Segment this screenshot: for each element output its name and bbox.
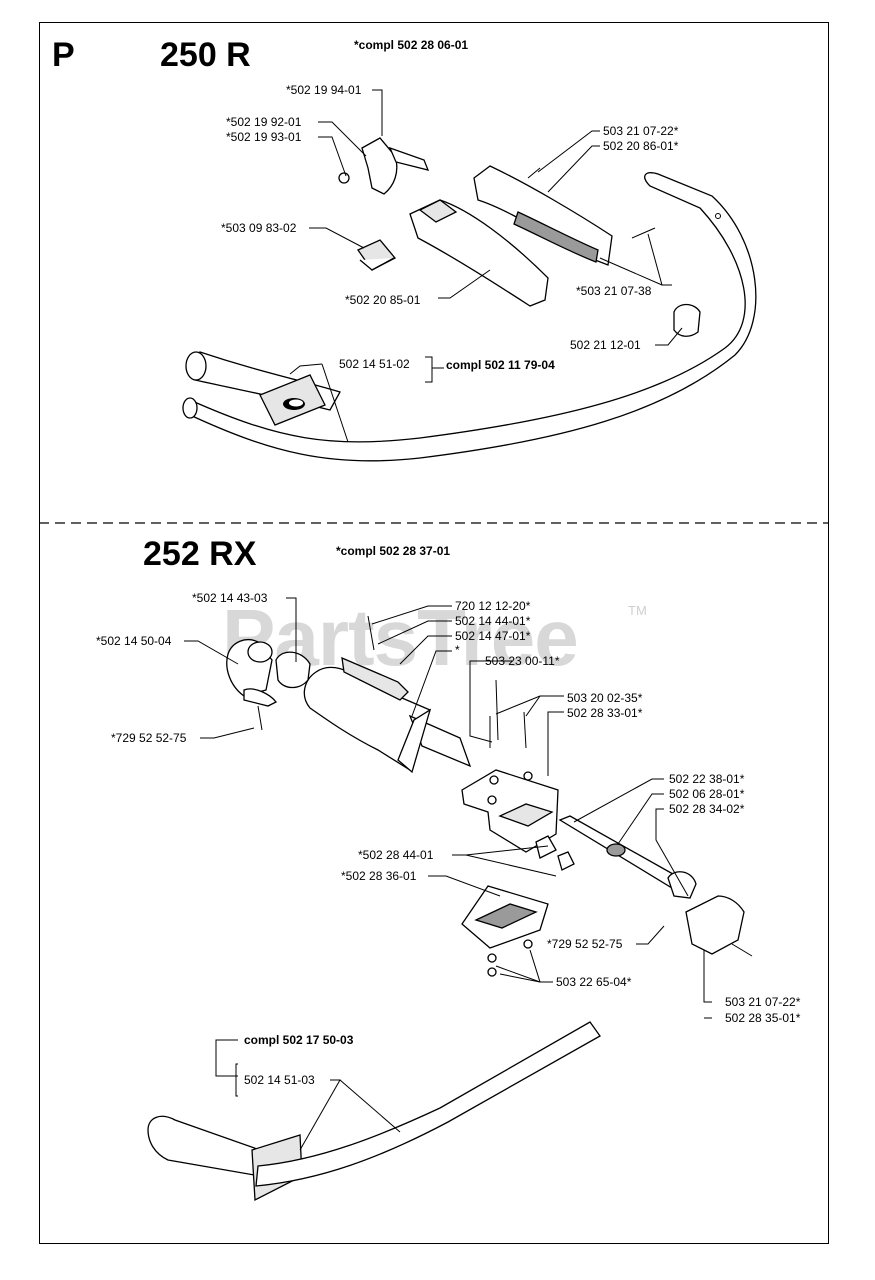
throttle-handle-250r — [409, 165, 613, 307]
shaft-252rx — [147, 1021, 601, 1202]
part-label: *502 14 43-03 — [192, 591, 268, 605]
part-label: *503 21 07-38 — [576, 284, 652, 298]
page-frame — [39, 22, 829, 1244]
part-label: *729 52 52-75 — [547, 937, 623, 951]
handle-grip-252rx — [226, 615, 472, 774]
part-label: 502 14 47-01* — [455, 629, 531, 643]
part-label: *503 09 83-02 — [221, 221, 297, 235]
part-label: 502 14 51-02 — [339, 357, 410, 371]
part-label: *502 14 50-04 — [96, 634, 172, 648]
part-label: *502 19 93-01 — [226, 130, 302, 144]
watermark-tm: TM — [628, 603, 647, 618]
compl-250r: *compl 502 28 06-01 — [354, 38, 469, 52]
leaders-252rx — [184, 597, 712, 1151]
clamp-250r — [673, 303, 701, 337]
part-label: *502 19 92-01 — [226, 115, 302, 129]
part-label: * — [455, 643, 460, 657]
rod-252rx — [558, 815, 753, 957]
compl-label: compl 502 11 79-04 — [446, 358, 555, 372]
part-label: *502 20 85-01 — [345, 293, 421, 307]
stop-switch-250r — [357, 239, 397, 271]
part-label: *502 19 94-01 — [286, 83, 362, 97]
part-label: *502 28 36-01 — [341, 869, 417, 883]
part-label: 503 21 07-22* — [603, 124, 679, 138]
part-label: *729 52 52-75 — [111, 731, 187, 745]
compl-252rx: *compl 502 28 37-01 — [336, 544, 451, 558]
page-letter: P — [52, 36, 75, 74]
part-label: 502 28 34-02* — [669, 802, 745, 816]
part-label: 502 14 44-01* — [455, 614, 531, 628]
screw-250r — [527, 167, 656, 239]
part-label: 502 28 35-01* — [725, 1011, 801, 1025]
part-label: 503 22 65-04* — [556, 975, 632, 989]
part-label: *502 28 44-01 — [358, 848, 434, 862]
part-label: 502 21 12-01 — [570, 338, 641, 352]
leaders-250r — [289, 89, 683, 443]
part-label: 503 20 02-35* — [567, 691, 643, 705]
compl-label: compl 502 17 50-03 — [244, 1033, 354, 1047]
part-label: 502 28 33-01* — [567, 706, 643, 720]
part-label: 503 21 07-22* — [725, 995, 801, 1009]
model-title-250r: 250 R — [160, 36, 251, 74]
part-label: 502 22 38-01* — [669, 772, 745, 786]
part-label: 503 23 00-11* — [485, 654, 560, 668]
throttle-trigger-250r — [338, 137, 430, 195]
part-label: 502 14 51-03 — [244, 1073, 315, 1087]
part-label: 502 06 28-01* — [669, 787, 745, 801]
handlebar-250r — [182, 172, 757, 462]
part-label: 502 20 86-01* — [603, 139, 679, 153]
part-label: 720 12 12-20* — [455, 599, 531, 613]
lower-bracket-252rx — [461, 835, 575, 977]
model-title-252rx: 252 RX — [143, 535, 257, 573]
bracket-252rx — [461, 679, 559, 853]
